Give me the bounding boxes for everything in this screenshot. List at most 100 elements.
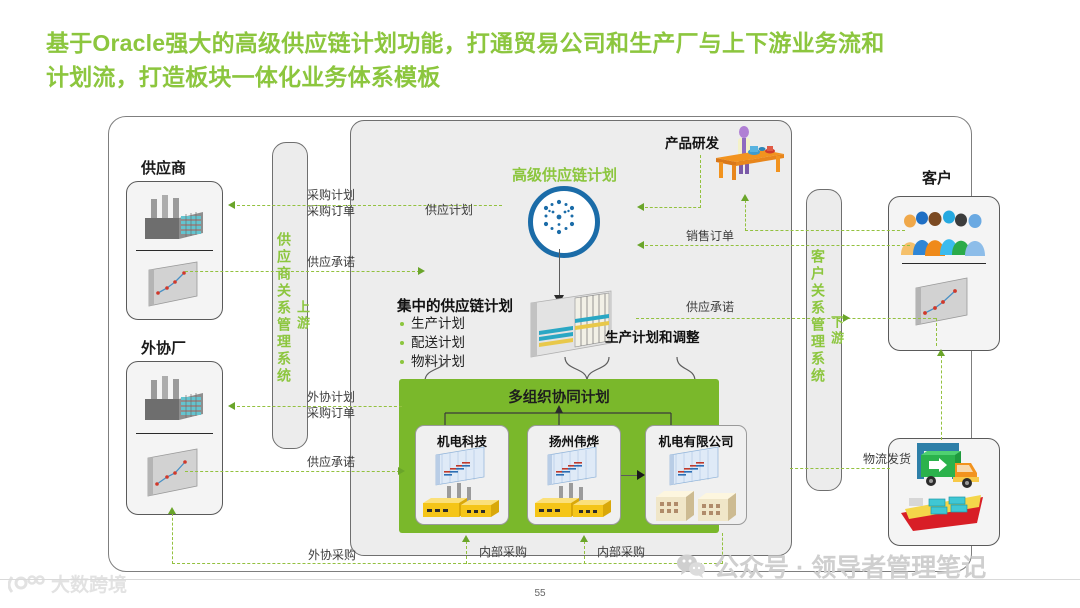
customers-group-icon xyxy=(901,210,985,256)
central-plan-item: 生产计划 xyxy=(400,314,465,333)
flow-arrow-rnd-up xyxy=(741,194,749,201)
flow-label-purchase-order: 采购订单 xyxy=(307,204,356,218)
footer-divider xyxy=(0,579,1080,580)
flow-label-internal-purchase-1: 内部采购 xyxy=(479,545,528,559)
flow-arrow-internal-purchase-1 xyxy=(462,535,470,542)
central-plan-title: 集中的供应链计划 xyxy=(397,299,513,315)
org-chart-icon xyxy=(547,446,597,486)
chart-board-icon xyxy=(147,448,198,497)
flow-line-rnd-v xyxy=(700,155,701,208)
flow-line-rnd-up xyxy=(745,200,746,231)
crm-strip-label: 客户关系管理系统 xyxy=(810,249,826,385)
flow-arrow-rnd xyxy=(637,203,644,211)
ascp-circle xyxy=(528,186,600,258)
outsource-divider xyxy=(136,433,213,434)
supplier-divider xyxy=(136,250,213,251)
flow-arrow-purchase xyxy=(228,201,235,209)
org-card-2[interactable]: 扬州伟烨 xyxy=(527,425,621,525)
srm-strip xyxy=(272,142,308,449)
flow-label-supply-commit-top: 供应承诺 xyxy=(307,255,356,269)
org-card-2-name: 扬州伟烨 xyxy=(548,435,599,449)
org-tree-connector xyxy=(444,405,672,425)
customer-box-title: 客户 xyxy=(922,170,953,187)
page-title: 基于Oracle强大的高级供应链计划功能，打通贸易公司和生产厂与上下游业务流和 … xyxy=(46,30,885,90)
watermark-right-text: 公众号 · 领导者管理笔记 xyxy=(714,554,987,582)
factory-icon xyxy=(145,376,203,420)
customer-panel xyxy=(888,196,1000,351)
brace-connectors xyxy=(424,356,696,381)
flow-label-logistics: 物流发货 xyxy=(863,452,912,466)
crm-strip xyxy=(806,189,842,491)
flow-line-supply-commit-right xyxy=(636,318,936,319)
supplier-panel xyxy=(126,181,223,320)
upstream-label: 上游 xyxy=(295,300,310,332)
outsource-panel xyxy=(126,361,223,515)
logistics-icon xyxy=(901,443,983,531)
flow-arrow-outsource-purchase xyxy=(168,507,176,514)
flow-arrow-sales-order xyxy=(637,241,644,249)
flow-line-supply-commit-right-v xyxy=(936,318,937,346)
flow-arrow-logistics-up xyxy=(937,349,945,356)
flow-line-purchase xyxy=(237,205,502,206)
customer-divider xyxy=(902,263,986,264)
flow-line-rnd-customer xyxy=(745,230,905,231)
factory-yellow-icon xyxy=(535,483,611,517)
flow-line-internal-purchase-2 xyxy=(584,541,585,564)
multi-org-plan-title: 多组织协同计划 xyxy=(508,390,610,406)
central-plan-item: 物料计划 xyxy=(400,352,465,371)
flow-label-outsource-purchase: 外协采购 xyxy=(308,548,357,562)
org-card-3[interactable]: 机电有限公司 xyxy=(645,425,747,525)
watermark-left-text: 大数跨境 xyxy=(51,575,128,596)
production-plan-label: 生产计划和调整 xyxy=(605,330,700,345)
org-card-1-name: 机电科技 xyxy=(436,435,487,449)
watermark-left: 大数跨境 xyxy=(8,570,127,597)
downstream-label: 下游 xyxy=(829,315,844,347)
org-chart-icon xyxy=(435,446,485,486)
central-plan-item: 配送计划 xyxy=(400,333,465,352)
factory-yellow-icon xyxy=(423,483,499,517)
cube-network-icon xyxy=(543,199,575,235)
org-chart-icon xyxy=(669,446,719,486)
flow-arrow-supply-commit-right xyxy=(843,314,850,322)
flow-line-internal-purchase-1 xyxy=(466,541,467,564)
flow-line-bottom-right xyxy=(722,533,723,564)
multi-org-plan-box: 多组织协同计划 机电科技 xyxy=(399,379,747,533)
logistics-panel xyxy=(888,438,1000,546)
chart-board-icon xyxy=(148,261,198,307)
flow-arrow-supply-commit-bottom xyxy=(398,467,405,475)
watermark-right: 公众号 · 领导者管理笔记 xyxy=(676,548,986,584)
central-plan-list: 生产计划 配送计划 物料计划 xyxy=(400,314,465,371)
research-desk-icon xyxy=(716,126,784,180)
flow-label-sales-order: 销售订单 xyxy=(686,229,735,243)
flow-arrow-internal-purchase-2 xyxy=(580,535,588,542)
flow-arrow-outsource xyxy=(228,402,235,410)
office-buildings-icon xyxy=(656,491,736,521)
wechat-icon xyxy=(677,554,705,578)
org-card-1[interactable]: 机电科技 xyxy=(415,425,509,525)
flow-arrow-supply-commit-top xyxy=(418,267,425,275)
flow-line-logistics-up xyxy=(941,355,942,440)
chart-board-icon xyxy=(915,277,968,326)
flow-line-supply-commit-top xyxy=(185,271,420,272)
flow-line-outsource-purchase xyxy=(172,563,722,564)
flow-line-rnd-h xyxy=(645,207,701,208)
flow-label-purchase-plan: 采购计划 xyxy=(307,188,356,202)
flow-label-supply-commit-right: 供应承诺 xyxy=(686,300,735,314)
org2-to-org3-arrow xyxy=(637,470,645,480)
rnd-label: 产品研发 xyxy=(665,136,719,151)
flow-label-supply-commit-bottom: 供应承诺 xyxy=(307,455,356,469)
planning-board-icon xyxy=(530,290,612,358)
flow-line-supply-commit-bottom xyxy=(185,471,400,472)
ascp-title: 高级供应链计划 xyxy=(512,167,618,184)
flow-label-outsource-order: 采购订单 xyxy=(307,406,356,420)
ascp-to-board-line xyxy=(559,249,560,297)
srm-strip-label: 供应商关系管理系统 xyxy=(276,232,292,385)
flow-line-sales-order xyxy=(645,245,910,246)
flow-line-outsource xyxy=(237,406,402,407)
org2-to-org3-line xyxy=(621,475,639,476)
outsource-box-title: 外协厂 xyxy=(141,340,187,357)
flow-label-outsource-plan: 外协计划 xyxy=(307,390,356,404)
org-card-3-name: 机电有限公司 xyxy=(658,435,734,449)
page-number: 55 xyxy=(534,588,546,599)
flow-line-logistics xyxy=(790,468,890,469)
